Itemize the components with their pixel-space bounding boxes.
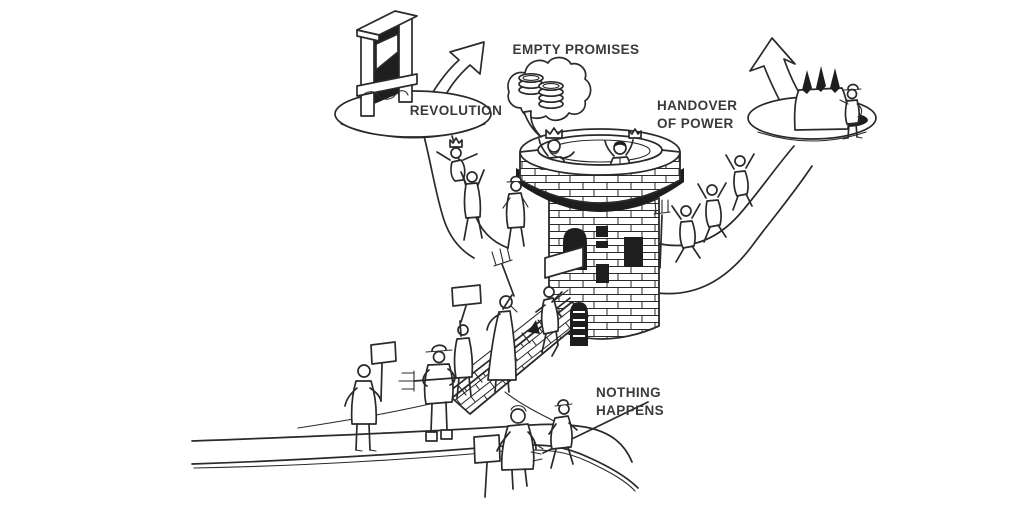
crown-icon [793, 66, 850, 131]
new-ruler-figure [839, 83, 863, 140]
celebrating-figure [671, 203, 701, 263]
protester-with-sign [344, 341, 397, 452]
revolution-arrow-icon [429, 41, 485, 103]
hat-walker-figure [502, 175, 529, 249]
handover-label-line1: HANDOVER [657, 98, 737, 113]
sign-plank [544, 246, 584, 279]
thought-bubble [507, 56, 592, 138]
dejected-woman-with-sign [473, 405, 537, 498]
handover-label-line2: OF POWER [657, 116, 734, 131]
celebrating-figure [697, 182, 727, 243]
king-crown-icon [545, 127, 563, 139]
coins-icon [518, 72, 564, 110]
bubble-tail [523, 110, 542, 138]
pitchfork-icon [653, 199, 671, 269]
woman-with-pitchfork [486, 246, 518, 393]
climbing-figure [528, 286, 563, 357]
celebrating-figure [725, 153, 755, 211]
nothing-happens-label-line2: HAPPENS [596, 403, 664, 418]
dejected-man-with-pitchfork [530, 399, 649, 469]
lower-door [570, 302, 588, 346]
empty-promises-label: EMPTY PROMISES [513, 42, 640, 57]
farmer-with-pitchfork [398, 344, 469, 442]
raised-crown-icon [628, 128, 642, 139]
protester-raising-sign [451, 284, 482, 399]
guillotine-icon [356, 10, 418, 117]
carrier-figure [460, 169, 485, 241]
parapet-far-rim [519, 128, 681, 153]
carried-king-figure [436, 137, 478, 182]
parapet-near-rim [519, 149, 681, 176]
nothing-happens-label-line1: NOTHING [596, 385, 661, 400]
revolution-label: REVOLUTION [410, 103, 503, 118]
